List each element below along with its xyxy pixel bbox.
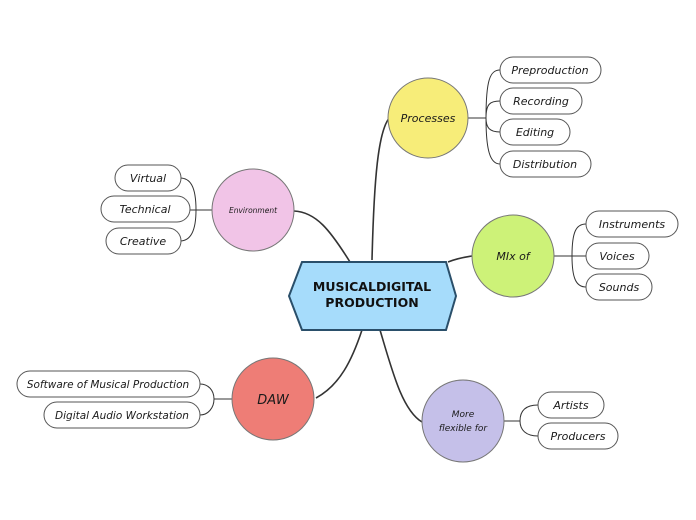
leaf-artists[interactable] xyxy=(537,391,605,419)
connector-mix xyxy=(447,255,473,263)
topic-flexible[interactable] xyxy=(421,379,505,463)
topic-processes-label: Processes xyxy=(401,112,456,125)
leaf-preproduction[interactable] xyxy=(499,56,602,84)
central-topic-line2: PRODUCTION xyxy=(325,295,418,310)
connector-daw xyxy=(315,329,363,399)
topic-daw[interactable] xyxy=(231,357,315,441)
leaf-recording-label: Recording xyxy=(513,95,569,108)
topic-flexible-label-line2: flexible for xyxy=(439,424,488,434)
central-topic-shape xyxy=(287,261,458,331)
leaf-technical-label: Technical xyxy=(119,203,170,216)
leaf-virtual-label: Virtual xyxy=(130,172,166,185)
branch-flexible: More flexible for Artists Producers xyxy=(421,379,619,463)
branch-daw: DAW Software of Musical Production Digit… xyxy=(16,357,315,441)
leaf-technical[interactable] xyxy=(100,195,191,223)
leaf-sounds-label: Sounds xyxy=(599,281,640,294)
connector-mix-leaves xyxy=(554,223,587,288)
leaf-software-of-musical-production[interactable] xyxy=(16,370,201,398)
central-topic-line1: MUSICALDIGITAL xyxy=(313,279,431,294)
connector-flexible xyxy=(379,329,423,423)
leaf-preproduction-label: Preproduction xyxy=(511,64,588,77)
connector-environment-leaves xyxy=(179,177,212,242)
leaf-sounds[interactable] xyxy=(585,273,653,301)
topic-environment-label: Environment xyxy=(229,206,278,215)
leaf-recording[interactable] xyxy=(499,87,583,115)
branch-mix: MIx of Instruments Voices Sounds xyxy=(471,210,679,301)
leaf-digital-audio-workstation[interactable] xyxy=(43,401,201,429)
connector-processes xyxy=(371,116,391,261)
leaf-artists-label: Artists xyxy=(552,399,588,412)
central-topic[interactable]: MUSICALDIGITAL PRODUCTION xyxy=(287,261,458,331)
leaf-virtual[interactable] xyxy=(114,164,182,192)
topic-mix-label: MIx of xyxy=(496,250,531,263)
branch-processes: Processes Preproduction Recording Editin… xyxy=(387,56,602,178)
connector-daw-leaves xyxy=(199,383,232,416)
leaf-producers-label: Producers xyxy=(551,430,606,443)
branch-environment: Environment Virtual Technical Creative xyxy=(100,164,295,255)
connector-environment xyxy=(293,210,351,263)
leaf-editing[interactable] xyxy=(499,118,571,146)
leaf-creative[interactable] xyxy=(105,227,182,255)
leaf-voices[interactable] xyxy=(585,242,650,270)
leaf-distribution[interactable] xyxy=(499,150,592,178)
leaf-creative-label: Creative xyxy=(120,235,167,248)
connector-processes-leaves xyxy=(468,69,501,165)
leaf-voices-label: Voices xyxy=(599,250,634,263)
leaf-instruments[interactable] xyxy=(585,210,679,238)
topic-mix[interactable] xyxy=(471,214,555,298)
leaf-software-of-musical-production-label: Software of Musical Production xyxy=(27,379,189,391)
leaf-producers[interactable] xyxy=(537,422,619,450)
leaf-editing-label: Editing xyxy=(516,126,554,139)
leaf-distribution-label: Distribution xyxy=(513,158,577,171)
leaf-instruments-label: Instruments xyxy=(599,218,666,231)
topic-environment[interactable] xyxy=(211,168,295,252)
topic-daw-label: DAW xyxy=(257,393,290,408)
leaf-digital-audio-workstation-label: Digital Audio Workstation xyxy=(55,410,189,422)
topic-processes[interactable] xyxy=(387,77,469,159)
topic-flexible-label-line1: More xyxy=(452,410,475,420)
connector-flexible-leaves xyxy=(504,404,539,437)
